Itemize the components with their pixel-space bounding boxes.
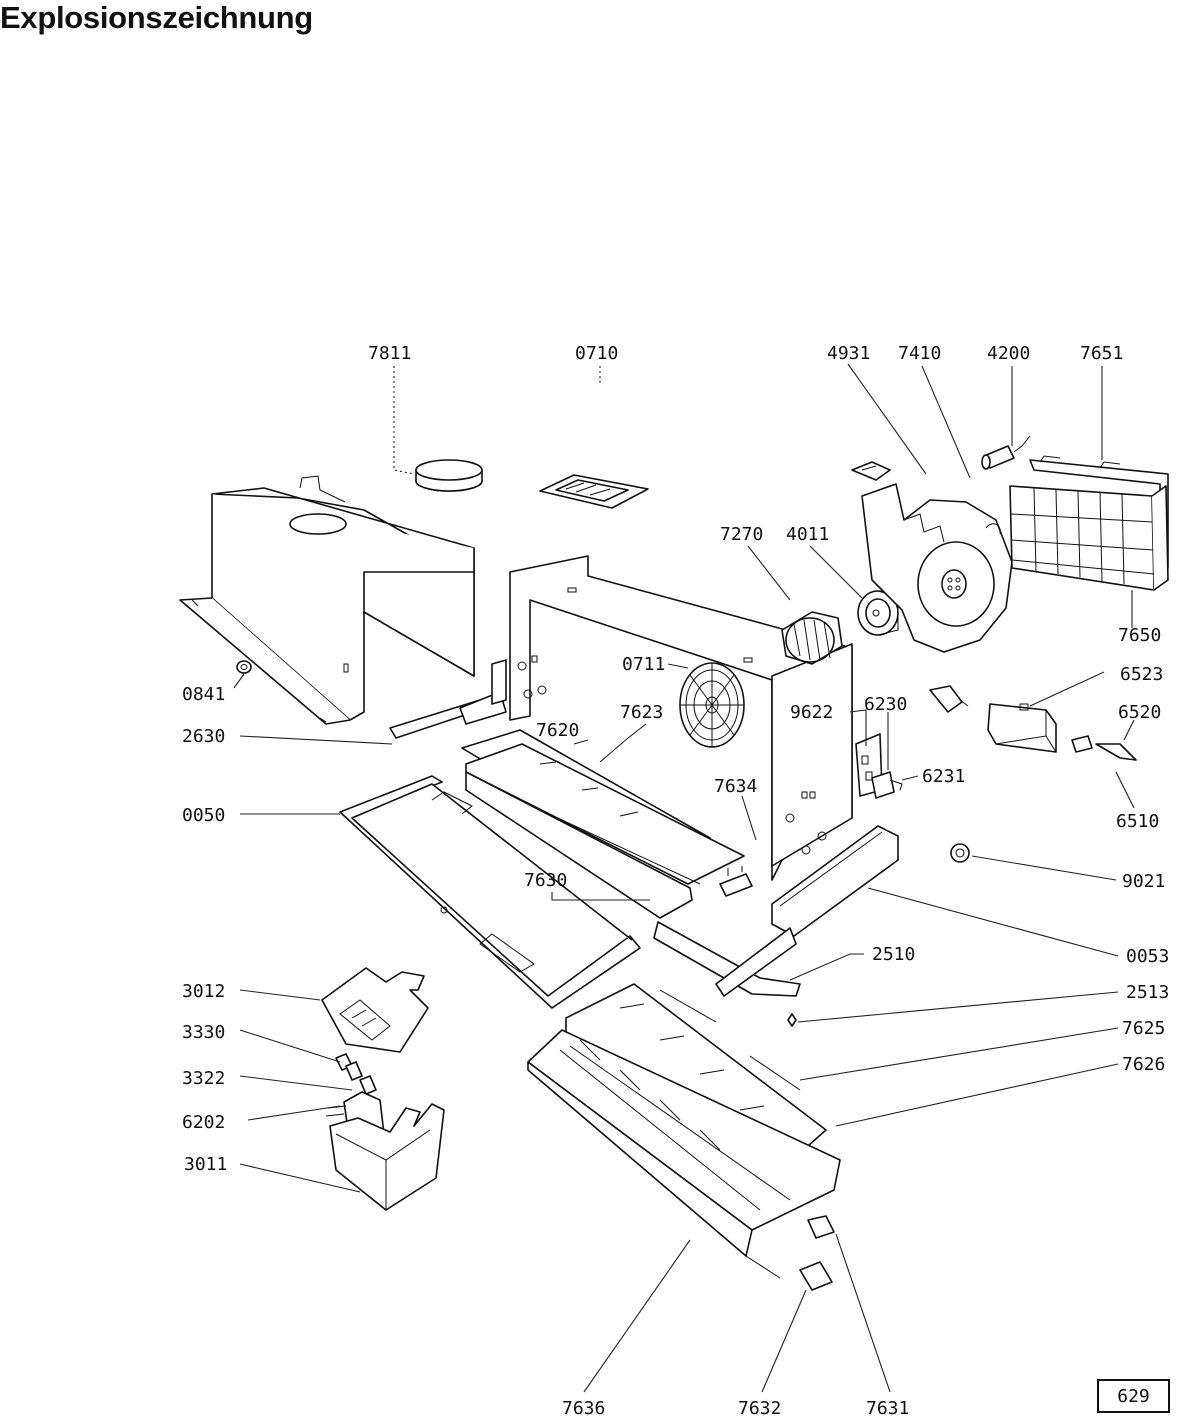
label-6510: 6510 bbox=[1116, 811, 1159, 832]
grease-filter-cartridge-part bbox=[1009, 485, 1169, 591]
label-7811: 7811 bbox=[368, 343, 411, 364]
label-2513: 2513 bbox=[1126, 982, 1169, 1003]
label-7631: 7631 bbox=[866, 1398, 909, 1418]
switch-cover-part bbox=[321, 967, 429, 1053]
fan-guard-part bbox=[679, 662, 745, 748]
switch-housing-part bbox=[329, 1103, 445, 1211]
slider-track-part bbox=[653, 921, 801, 997]
blower-housing-part bbox=[861, 483, 1013, 653]
bulb-part bbox=[929, 685, 1137, 761]
chassis-part bbox=[509, 555, 853, 881]
label-7630: 7630 bbox=[524, 870, 567, 891]
label-3011: 3011 bbox=[184, 1154, 227, 1175]
label-3012: 3012 bbox=[182, 981, 225, 1002]
label-6523: 6523 bbox=[1120, 664, 1163, 685]
label-2630: 2630 bbox=[182, 726, 225, 747]
knob-part bbox=[950, 843, 970, 863]
metal-filter-part bbox=[527, 1029, 841, 1257]
bracket-part bbox=[851, 461, 891, 481]
part-labels: 7811 0710 4931 7410 4200 7651 7270 4011 … bbox=[182, 343, 1169, 1418]
grommet-part bbox=[236, 660, 252, 674]
clip-pair-part bbox=[799, 1215, 835, 1291]
motor-part bbox=[857, 590, 899, 636]
label-9622: 9622 bbox=[790, 702, 833, 723]
flap-cover-part bbox=[539, 474, 649, 509]
label-6231: 6231 bbox=[922, 766, 965, 787]
front-panel-part bbox=[339, 775, 641, 1009]
label-2510: 2510 bbox=[872, 944, 915, 965]
label-7625: 7625 bbox=[1122, 1018, 1165, 1039]
hood-housing-part bbox=[179, 475, 475, 725]
label-7626: 7626 bbox=[1122, 1054, 1165, 1075]
impeller-part bbox=[781, 611, 843, 665]
side-rail-part bbox=[771, 825, 899, 937]
label-0710: 0710 bbox=[575, 343, 618, 364]
button-part bbox=[335, 1053, 377, 1095]
label-4011: 4011 bbox=[786, 524, 829, 545]
switch-part bbox=[871, 771, 903, 799]
page-title: Explosionszeichnung bbox=[0, 0, 313, 35]
filter-tray-part bbox=[465, 771, 693, 919]
label-7634: 7634 bbox=[714, 776, 757, 797]
label-4200: 4200 bbox=[987, 343, 1030, 364]
label-7410: 7410 bbox=[898, 343, 941, 364]
label-7270: 7270 bbox=[720, 524, 763, 545]
screw-part bbox=[787, 1013, 797, 1027]
clip-part bbox=[719, 866, 753, 897]
label-7636: 7636 bbox=[562, 1398, 605, 1418]
bottom-frame-part bbox=[527, 1069, 781, 1279]
label-3322: 3322 bbox=[182, 1068, 225, 1089]
label-0841: 0841 bbox=[182, 684, 225, 705]
label-3330: 3330 bbox=[182, 1022, 225, 1043]
label-7650: 7650 bbox=[1118, 625, 1161, 646]
duct-collar-part bbox=[415, 459, 483, 492]
label-7632: 7632 bbox=[738, 1398, 781, 1418]
label-7623: 7623 bbox=[620, 702, 663, 723]
grease-filter-panel-part bbox=[461, 729, 745, 893]
label-9021: 9021 bbox=[1122, 871, 1165, 892]
label-6520: 6520 bbox=[1118, 702, 1161, 723]
rail-part bbox=[389, 659, 507, 739]
label-6202: 6202 bbox=[182, 1112, 225, 1133]
label-6230: 6230 bbox=[864, 694, 907, 715]
leader-lines bbox=[233, 363, 1135, 1393]
label-7620: 7620 bbox=[536, 720, 579, 741]
capacitor-part bbox=[981, 435, 1031, 470]
lamp-holder-part bbox=[987, 703, 1057, 753]
label-7651: 7651 bbox=[1080, 343, 1123, 364]
page-number-box: 629 bbox=[1097, 1379, 1170, 1413]
label-0711: 0711 bbox=[622, 654, 665, 675]
label-4931: 4931 bbox=[827, 343, 870, 364]
lamp-socket-part bbox=[1071, 735, 1093, 753]
label-0050: 0050 bbox=[182, 805, 225, 826]
label-0053: 0053 bbox=[1126, 946, 1169, 967]
